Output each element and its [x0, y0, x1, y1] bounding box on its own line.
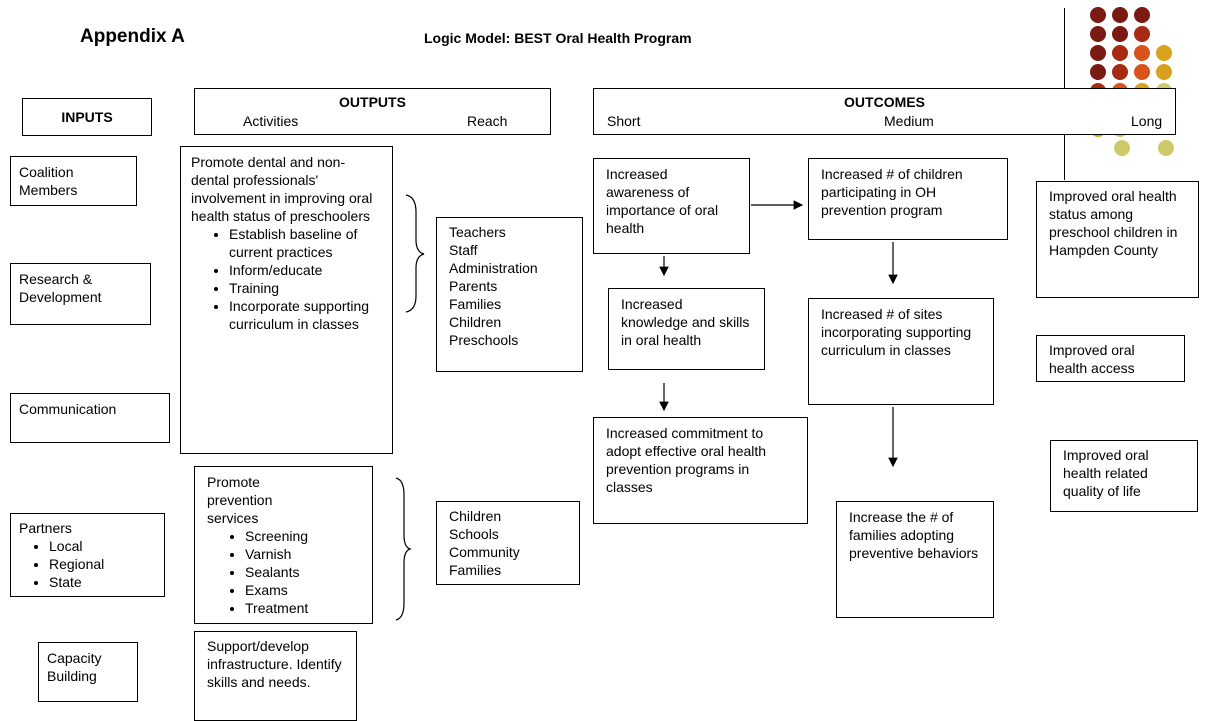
- list-item: Sealants: [245, 563, 360, 581]
- list-item: Establish baseline of current practices: [229, 225, 382, 261]
- outputs-header-label: OUTPUTS: [339, 94, 406, 110]
- activity-promote-professionals: Promote dental and non-dental profession…: [180, 146, 393, 454]
- list-item: Administration: [449, 260, 538, 276]
- decorative-dot: [1134, 7, 1150, 23]
- decorative-dot: [1134, 45, 1150, 61]
- activity-bullets: Establish baseline of current practices …: [191, 225, 382, 333]
- activity-text: Promote dental and non-dental profession…: [191, 154, 373, 224]
- input-coalition-members: Coalition Members: [10, 156, 137, 206]
- outcome-long-access: Improved oral health access: [1036, 335, 1185, 382]
- decorative-dot: [1090, 45, 1106, 61]
- list-item: Training: [229, 279, 382, 297]
- list-item: Exams: [245, 581, 360, 599]
- decorative-dot: [1114, 140, 1130, 156]
- decorative-dot: [1112, 7, 1128, 23]
- decorative-dot: [1134, 26, 1150, 42]
- list-item: Regional: [49, 555, 156, 573]
- list-item: Families: [449, 562, 502, 578]
- reach-box-2: Children Schools Community Families: [436, 501, 580, 585]
- list-item: Community: [449, 544, 520, 560]
- decorative-dot: [1158, 140, 1174, 156]
- list-item: Children: [449, 314, 502, 330]
- list-item: Incorporate supporting curriculum in cla…: [229, 297, 382, 333]
- decorative-dot: [1156, 45, 1172, 61]
- list-item: Preschools: [449, 332, 519, 348]
- input-communication: Communication: [10, 393, 170, 443]
- list-item: Children: [449, 508, 502, 524]
- short-label: Short: [607, 113, 641, 129]
- page-title: Logic Model: BEST Oral Health Program: [424, 30, 692, 46]
- outputs-header: OUTPUTS Activities Reach: [194, 88, 551, 135]
- outcome-short-commitment: Increased commitment to adopt effective …: [593, 417, 808, 524]
- outcome-short-knowledge: Increased knowledge and skills in oral h…: [608, 288, 765, 370]
- outcomes-header-label: OUTCOMES: [844, 94, 925, 110]
- decorative-dot: [1090, 26, 1106, 42]
- brace-1: [405, 194, 425, 313]
- activity-bullets: Screening Varnish Sealants Exams Treatme…: [207, 527, 360, 617]
- partners-label: Partners: [19, 520, 72, 536]
- outcome-medium-families: Increase the # of families adopting prev…: [836, 501, 994, 618]
- input-research-development: Research & Development: [10, 263, 151, 325]
- input-partners: Partners Local Regional State: [10, 513, 165, 597]
- inputs-header: INPUTS: [22, 98, 152, 136]
- outcome-long-status: Improved oral health status among presch…: [1036, 181, 1199, 298]
- outcome-medium-sites: Increased # of sites incorporating suppo…: [808, 298, 994, 405]
- partners-list: Local Regional State: [19, 537, 156, 591]
- decorative-dot: [1112, 45, 1128, 61]
- decorative-dot: [1134, 64, 1150, 80]
- reach-label: Reach: [467, 113, 508, 129]
- list-item: Staff: [449, 242, 478, 258]
- list-item: Families: [449, 296, 502, 312]
- activity-prevention-services: Promote prevention services Screening Va…: [194, 466, 373, 624]
- decorative-dot: [1090, 64, 1106, 80]
- decorative-dot: [1090, 7, 1106, 23]
- list-item: Parents: [449, 278, 498, 294]
- reach-box-1: Teachers Staff Administration Parents Fa…: [436, 217, 583, 372]
- long-label: Long: [1131, 113, 1163, 129]
- list-item: State: [49, 573, 156, 591]
- brace-2: [395, 477, 412, 621]
- input-capacity-building: Capacity Building: [38, 642, 138, 702]
- activity-text: Promote prevention services: [207, 474, 273, 526]
- outcome-medium-children: Increased # of children participating in…: [808, 158, 1008, 240]
- outcome-short-awareness: Increased awareness of importance of ora…: [593, 158, 750, 254]
- activities-label: Activities: [243, 113, 299, 129]
- decorative-dot: [1112, 64, 1128, 80]
- inputs-header-label: INPUTS: [61, 109, 113, 125]
- decorative-dot: [1112, 26, 1128, 42]
- list-item: Treatment: [245, 599, 360, 617]
- list-item: Local: [49, 537, 156, 555]
- appendix-label: Appendix A: [80, 26, 185, 47]
- list-item: Schools: [449, 526, 499, 542]
- list-item: Varnish: [245, 545, 360, 563]
- outcome-long-quality: Improved oral health related quality of …: [1050, 440, 1198, 512]
- decorative-dot: [1156, 64, 1172, 80]
- list-item: Inform/educate: [229, 261, 382, 279]
- list-item: Teachers: [449, 224, 506, 240]
- list-item: Screening: [245, 527, 360, 545]
- medium-label: Medium: [884, 113, 934, 129]
- outcomes-header: OUTCOMES Short Medium Long: [593, 88, 1176, 135]
